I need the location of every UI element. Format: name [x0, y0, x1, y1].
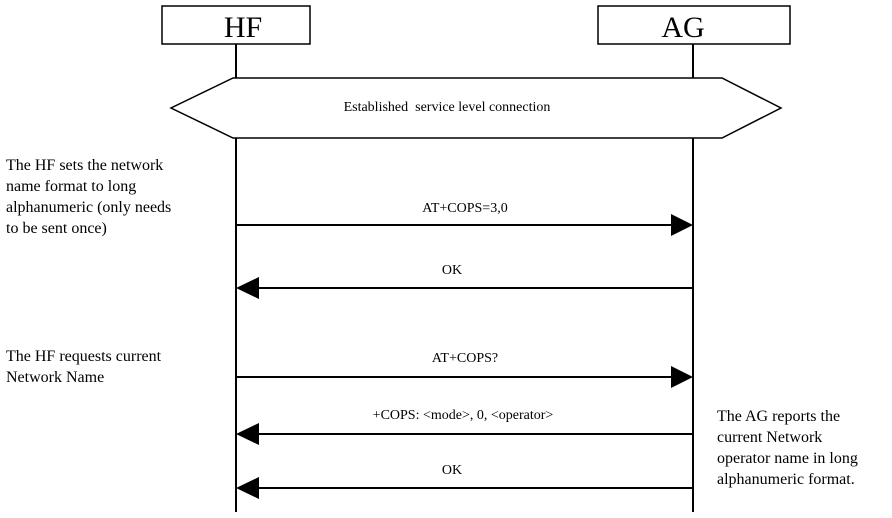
message-label: AT+COPS?: [432, 351, 498, 366]
message-label: OK: [442, 463, 462, 478]
ag-entity-label: AG: [661, 11, 704, 44]
hf-entity-box: HF: [161, 5, 311, 45]
note-hf-sets-format: The HF sets the network name format to l…: [6, 157, 172, 237]
arrowhead-left-icon: [236, 477, 259, 499]
ag-entity-box: AG: [597, 5, 791, 45]
message-cops-response: +COPS: <mode>, 0, <operator>: [236, 408, 693, 445]
message-label: +COPS: <mode>, 0, <operator>: [373, 408, 554, 423]
message-label: OK: [442, 263, 462, 278]
arrowhead-right-icon: [671, 366, 693, 388]
message-at-cops-set: AT+COPS=3,0: [236, 201, 693, 236]
hf-entity-label: HF: [224, 11, 262, 44]
arrowhead-right-icon: [671, 214, 693, 236]
message-at-cops-query: AT+COPS?: [236, 351, 693, 388]
service-level-connection: Established service level connection: [169, 77, 783, 139]
message-label: AT+COPS=3,0: [422, 201, 507, 216]
note-ag-reports-name: The AG reports the current Network opera…: [717, 408, 858, 488]
note-hf-requests-name: The HF requests current Network Name: [6, 348, 162, 386]
message-ok-2: OK: [236, 463, 693, 499]
connection-label: Established service level connection: [344, 100, 551, 115]
arrowhead-left-icon: [236, 423, 259, 445]
message-ok-1: OK: [236, 263, 693, 299]
arrowhead-left-icon: [236, 277, 259, 299]
